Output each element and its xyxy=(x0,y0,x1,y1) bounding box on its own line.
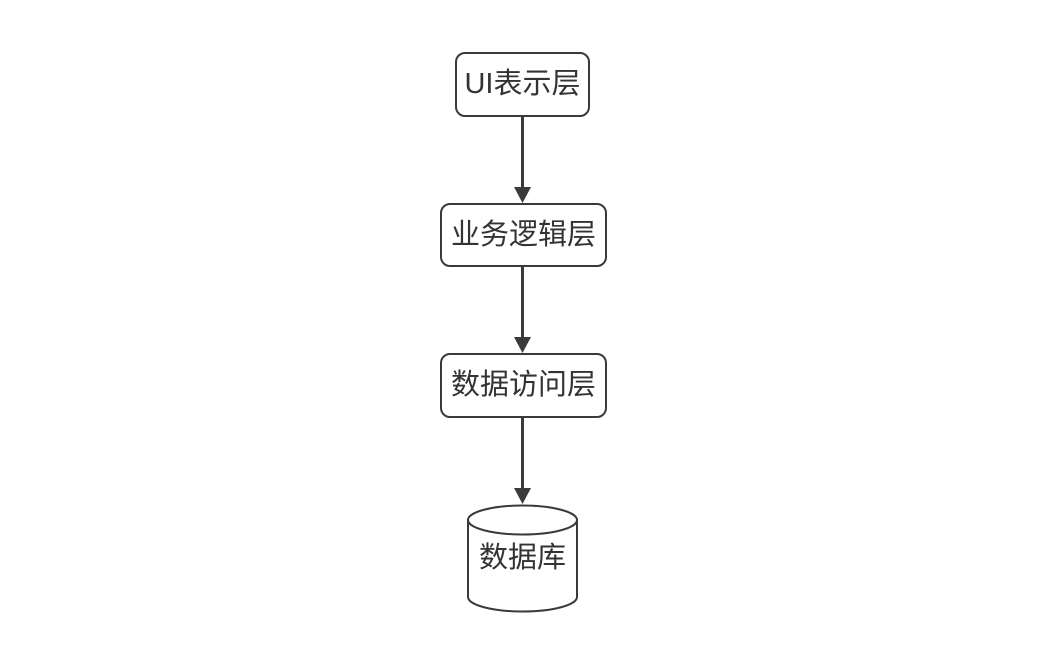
arrow-ui-to-business xyxy=(514,117,531,203)
node-label: 数据访问层 xyxy=(450,369,596,401)
node-business-logic-layer: 业务逻辑层 xyxy=(440,203,607,267)
cylinder-body xyxy=(467,519,578,613)
node-label: 数据库 xyxy=(478,542,566,574)
arrow-dataaccess-to-database xyxy=(514,418,531,504)
database-cylinder xyxy=(467,504,578,613)
arrowhead xyxy=(514,488,531,504)
node-data-access-layer: 数据访问层 xyxy=(440,353,607,418)
arrowhead xyxy=(514,337,531,353)
node-label: 业务逻辑层 xyxy=(450,218,596,251)
cylinder-top xyxy=(467,504,578,536)
node-ui-presentation-layer: UI表示层 xyxy=(455,52,590,117)
arrow-business-to-dataaccess xyxy=(514,267,531,353)
node-label: UI表示层 xyxy=(464,68,581,100)
arrowhead xyxy=(514,187,531,203)
node-database: 数据库 xyxy=(467,505,578,612)
